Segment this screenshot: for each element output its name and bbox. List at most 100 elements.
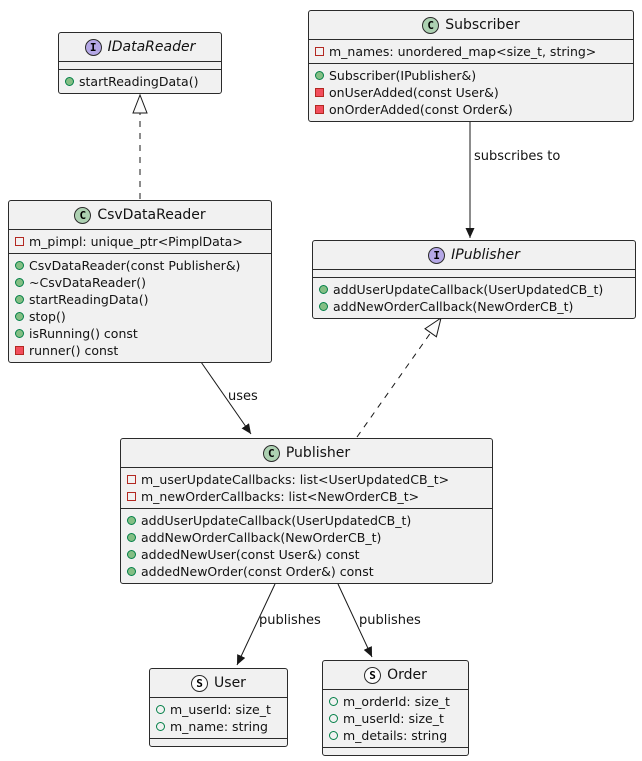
method-row: addUserUpdateCallback(UserUpdatedCB_t) (319, 281, 629, 298)
method-row: addedNewOrder(const Order&) const (127, 563, 486, 580)
methods-section-empty (323, 747, 468, 755)
field-row: m_orderId: size_t (329, 693, 462, 710)
method-text: onOrderAdded(const Order&) (329, 102, 513, 117)
field-text: m_pimpl: unique_ptr<PimplData> (29, 234, 243, 249)
private-field-icon (315, 47, 324, 56)
method-text: stop() (29, 309, 66, 324)
field-text: m_newOrderCallbacks: list<NewOrderCB_t> (141, 489, 420, 504)
fields-section: m_userUpdateCallbacks: list<UserUpdatedC… (121, 467, 492, 508)
class-name-csvdatareader: CsvDataReader (97, 207, 206, 223)
class-name-ipublisher: IPublisher (451, 247, 520, 263)
method-row: onUserAdded(const User&) (315, 84, 627, 101)
method-text: startReadingData() (29, 292, 149, 307)
field-text: m_userUpdateCallbacks: list<UserUpdatedC… (141, 472, 450, 487)
method-row: startReadingData() (65, 73, 215, 90)
public-method-icon (15, 329, 24, 338)
public-method-icon (15, 278, 24, 287)
class-title-ipublisher: I IPublisher (313, 241, 635, 269)
private-field-icon (127, 492, 136, 501)
method-row: addedNewUser(const User&) const (127, 546, 486, 563)
method-text: runner() const (29, 343, 119, 358)
methods-section-empty (150, 738, 287, 746)
public-method-icon (15, 261, 24, 270)
class-title-order: S Order (323, 661, 468, 689)
public-field-icon (156, 705, 165, 714)
class-box-user: S User m_userId: size_t m_name: string (149, 668, 288, 747)
fields-section: m_pimpl: unique_ptr<PimplData> (9, 229, 271, 253)
field-row: m_name: string (156, 718, 281, 735)
public-field-icon (329, 731, 338, 740)
class-spot-icon: C (422, 16, 440, 34)
method-row: CsvDataReader(const Publisher&) (15, 257, 265, 274)
private-method-icon (315, 88, 324, 97)
method-row: runner() const (15, 342, 265, 359)
public-field-icon (329, 697, 338, 706)
public-field-icon (156, 722, 165, 731)
class-box-subscriber: C Subscriber m_names: unordered_map<size… (308, 10, 634, 122)
class-spot-icon: C (74, 206, 92, 224)
struct-spot-icon: S (191, 674, 209, 692)
interface-spot-icon: I (84, 38, 102, 56)
class-title-publisher: C Publisher (121, 439, 492, 467)
field-row: m_names: unordered_map<size_t, string> (315, 43, 627, 60)
class-box-publisher: C Publisher m_userUpdateCallbacks: list<… (120, 438, 493, 584)
method-text: isRunning() const (29, 326, 138, 341)
class-spot-icon: C (262, 444, 280, 462)
private-field-icon (15, 237, 24, 246)
interface-spot-icon: I (428, 246, 446, 264)
field-text: m_userId: size_t (170, 702, 271, 717)
class-name-order: Order (387, 667, 427, 683)
public-method-icon (15, 312, 24, 321)
field-text: m_name: string (170, 719, 268, 734)
fields-section-empty (59, 61, 221, 69)
field-text: m_userId: size_t (343, 711, 444, 726)
fields-section: m_userId: size_t m_name: string (150, 697, 287, 738)
class-name-idatareader: IDataReader (107, 39, 196, 55)
private-method-icon (15, 346, 24, 355)
method-text: startReadingData() (79, 74, 199, 89)
method-text: addedNewUser(const User&) const (141, 547, 360, 562)
realization-triangle-ipublisher (424, 316, 442, 338)
struct-spot-icon: S (364, 666, 382, 684)
public-method-icon (65, 77, 74, 86)
method-text: addUserUpdateCallback(UserUpdatedCB_t) (333, 282, 604, 297)
method-row: Subscriber(IPublisher&) (315, 67, 627, 84)
public-method-icon (315, 71, 324, 80)
edge-association-publisher-order (337, 583, 373, 658)
realization-triangle-idatareader (132, 93, 148, 114)
methods-section: startReadingData() (59, 69, 221, 93)
method-row: addNewOrderCallback(NewOrderCB_t) (319, 298, 629, 315)
class-box-csvdatareader: C CsvDataReader m_pimpl: unique_ptr<Pimp… (8, 200, 272, 363)
methods-section: CsvDataReader(const Publisher&) ~CsvData… (9, 253, 271, 362)
field-row: m_details: string (329, 727, 462, 744)
methods-section: addUserUpdateCallback(UserUpdatedCB_t) a… (313, 277, 635, 318)
edge-label-publishes-order: publishes (359, 613, 421, 628)
fields-section: m_names: unordered_map<size_t, string> (309, 39, 633, 63)
class-box-idatareader: I IDataReader startReadingData() (58, 32, 222, 94)
public-method-icon (127, 567, 136, 576)
method-row: ~CsvDataReader() (15, 274, 265, 291)
edge-realization-publisher-ipublisher (356, 332, 432, 438)
class-title-subscriber: C Subscriber (309, 11, 633, 39)
field-row: m_userId: size_t (156, 701, 281, 718)
public-method-icon (319, 302, 328, 311)
method-text: addNewOrderCallback(NewOrderCB_t) (333, 299, 574, 314)
methods-section: Subscriber(IPublisher&) onUserAdded(cons… (309, 63, 633, 121)
edge-label-publishes-user: publishes (259, 613, 321, 628)
method-row: addUserUpdateCallback(UserUpdatedCB_t) (127, 512, 486, 529)
class-name-publisher: Publisher (285, 445, 351, 461)
private-field-icon (127, 475, 136, 484)
class-name-subscriber: Subscriber (445, 17, 520, 33)
field-text: m_names: unordered_map<size_t, string> (329, 44, 597, 59)
method-text: CsvDataReader(const Publisher&) (29, 258, 241, 273)
field-row: m_userId: size_t (329, 710, 462, 727)
field-text: m_details: string (343, 728, 448, 743)
fields-section-empty (313, 269, 635, 277)
public-field-icon (329, 714, 338, 723)
edge-label-subscribes-to: subscribes to (474, 149, 561, 164)
edge-association-csvdatareader-publisher (200, 361, 252, 435)
field-row: m_userUpdateCallbacks: list<UserUpdatedC… (127, 471, 486, 488)
method-row: addNewOrderCallback(NewOrderCB_t) (127, 529, 486, 546)
